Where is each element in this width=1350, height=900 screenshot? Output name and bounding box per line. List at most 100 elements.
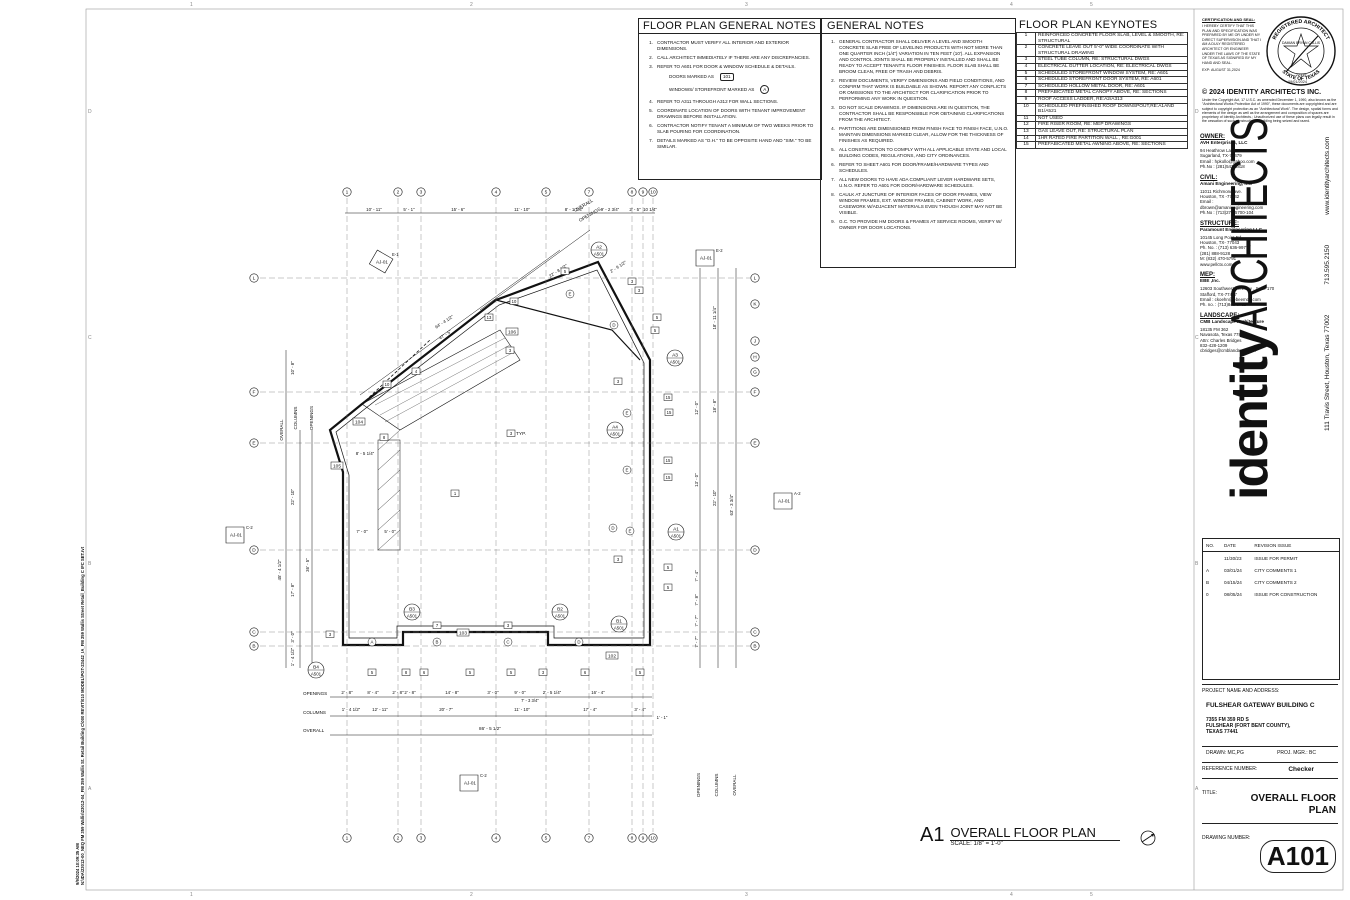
opening-dimension: 8' - 4"	[367, 690, 379, 695]
doors-marked-label: DOORS MARKED AS	[669, 74, 714, 79]
border-col-label: 1	[190, 892, 193, 898]
border-row-label: C	[88, 335, 92, 341]
window-tag: E	[569, 292, 572, 297]
note-item: 7.ALL NEW DOORS TO HAVE ADA COMPLIANT LE…	[827, 177, 1009, 189]
grid-top-9-circle	[638, 187, 648, 197]
grid-bottom-7-circle	[584, 833, 594, 843]
copyright-text: Under the Copyright Act, 17 U.S.C. as am…	[1202, 98, 1338, 124]
note-item: 4.PARTITIONS ARE DIMENSIONED FROM FINISH…	[827, 126, 1009, 144]
consultant-line: 18135 FM 362	[1200, 326, 1229, 332]
keynote-callout-box	[663, 563, 673, 571]
project-label: PROJECT NAME AND ADDRESS:	[1202, 684, 1338, 694]
grid-left-F-circle	[249, 387, 259, 397]
elevation-tag-view: C-2	[246, 525, 253, 530]
top-dimension: 8' - 1 1/4"	[565, 207, 584, 212]
window-tag: E	[629, 529, 632, 534]
grid-bottom-2: 2	[397, 836, 400, 842]
floor-plan-general-notes: FLOOR PLAN GENERAL NOTES 1.CONTRACTOR MU…	[638, 18, 822, 180]
note-text: GENERAL CONTRACTOR SHALL DELIVER A LEVEL…	[839, 39, 1003, 74]
grid-right-L: L	[754, 276, 757, 282]
consultant-heading: OWNER:	[1200, 134, 1225, 140]
border-col-label: 3	[745, 892, 748, 898]
note-number: 3.	[831, 105, 835, 110]
general-notes: GENERAL NOTES 1.GENERAL CONTRACTOR SHALL…	[820, 18, 1016, 268]
keynote-callout: 3	[507, 623, 510, 628]
grid-left-B-circle	[249, 641, 259, 651]
keynote-callout-box	[560, 267, 570, 275]
left-dimension: 17' - 8"	[290, 583, 295, 597]
project-addr3: TEXAS 77441	[1206, 729, 1238, 735]
note-item: 6.CONTRACTOR NOTIFY TENANT A MINIMUM OF …	[645, 123, 815, 135]
keynote-callout: 5	[667, 565, 670, 570]
room-tag: 102	[608, 654, 616, 660]
grid-right-E-circle	[750, 438, 760, 448]
window-tag: E	[626, 411, 629, 416]
grid-left-D-circle	[249, 545, 259, 555]
detail-tag-number: A1	[673, 527, 679, 533]
keynote-callout-box	[627, 277, 637, 285]
elevation-tag-box	[459, 774, 479, 792]
windows-marked-label: WINDOWS/ STOREFRONT MARKED AS	[669, 86, 755, 92]
right-dimension: 12' - 0"	[694, 401, 699, 415]
consultant-entry: MEP:EBE ,Inc.12603 Southwest Freeway , S…	[1200, 272, 1292, 308]
border-col-label: 4	[1010, 892, 1013, 898]
left-dimension: 1' - 4 1/2"	[290, 647, 295, 666]
window-tag-circle	[622, 465, 632, 475]
grid-bottom-10: 10	[650, 836, 656, 842]
border-col-label: 1	[190, 2, 193, 8]
grid-right-H-circle	[750, 352, 760, 362]
grid-bottom-9: 9	[642, 836, 645, 842]
room-tag-box	[330, 461, 344, 470]
title-label: TITLE:	[1202, 790, 1218, 796]
grid-left-L: L	[253, 276, 256, 282]
left-dimension: 22' - 10"	[290, 489, 295, 506]
opening-dimension: 14' - 8"	[445, 690, 459, 695]
left-dim-label: OPENINGS	[309, 406, 314, 430]
keynote-callout-box	[663, 456, 673, 464]
grid-top-7: 7	[588, 190, 591, 196]
keynote-callout: 13	[487, 315, 492, 320]
note-number: 1.	[831, 39, 835, 44]
right-dimension: 7' - 8"	[694, 594, 699, 606]
consultant-name: AVH Enterprises, LLC	[1200, 140, 1248, 145]
keynote-callout-box	[635, 668, 645, 676]
revision-cell: ISSUE FOR PERMIT	[1254, 555, 1298, 561]
keynote-callout-box	[503, 621, 513, 629]
column-dimension: 20' - 7"	[439, 707, 453, 712]
consultant-line: Houston, TX- 77043	[1200, 240, 1240, 246]
keynote-callout-box	[505, 346, 515, 354]
note-text: REFER TO A601 FOR DOOR & WINDOW SCHEDULE…	[657, 64, 796, 69]
overall-dimension: 86' - 5 1/2"	[479, 726, 501, 731]
grid-bottom-8-circle	[627, 833, 637, 843]
consultant-line: 12603 Southwest Freeway , Suite 170	[1200, 286, 1275, 292]
drawing-number: A101	[1259, 840, 1336, 873]
grid-bottom-3: 3	[420, 836, 423, 842]
revision-cell: A	[1206, 567, 1210, 573]
right-dimension: 63' - 3 3/4"	[729, 494, 734, 515]
right-dimension: 18' - 11 1/4"	[712, 306, 717, 330]
keynote-text: CONCRETE LEAVE OUT 5'-0" WIDE COORDINATE…	[1035, 44, 1188, 58]
keynote-callout: 3	[617, 379, 620, 384]
grid-right-D-circle	[750, 545, 760, 555]
keynote-callout-box	[419, 668, 429, 676]
window-tag-circle	[367, 637, 377, 647]
grid-right-K-circle	[750, 299, 760, 309]
grid-bottom-4: 4	[495, 836, 498, 842]
sheet-title-2: PLAN	[1308, 805, 1336, 816]
elevation-tag-view: A-2	[794, 491, 801, 496]
extra-dimension: 1' - 1"	[657, 715, 668, 720]
keynote-callout: 3	[638, 288, 641, 293]
note-number: 5.	[649, 108, 653, 113]
note-item: 1.CONTRACTOR MUST VERIFY ALL INTERIOR AN…	[645, 40, 815, 52]
keynote-callout-box	[506, 668, 516, 676]
grid-right-K: K	[753, 302, 757, 308]
border-row-label: D	[1195, 109, 1199, 115]
grid-bottom-1-circle	[342, 833, 352, 843]
keynote-callout-box	[664, 408, 674, 416]
grid-right-J: J	[754, 339, 757, 345]
consultant-line: 10145 Long Point Rd.	[1200, 234, 1243, 240]
elevation-tag-box	[225, 526, 245, 544]
